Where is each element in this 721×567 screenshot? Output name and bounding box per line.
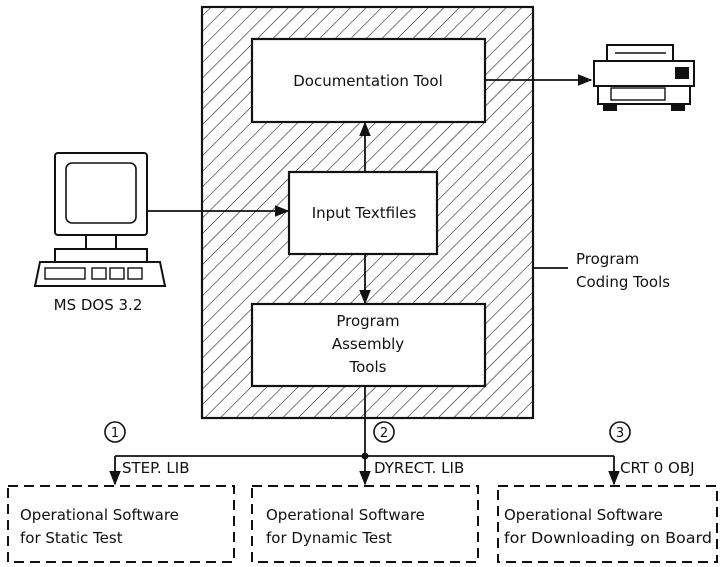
coding-tools-label-line-1: Program — [576, 250, 639, 268]
input-textfiles-box: Input Textfiles — [287, 170, 439, 256]
printer-icon — [593, 44, 695, 111]
output-2-line-2: for Dynamic Test — [266, 529, 392, 547]
output-number-2: 2 — [373, 421, 395, 443]
documentation-tool-box: Documentation Tool — [250, 37, 487, 124]
program-assembly-line-2: Assembly — [332, 335, 404, 353]
computer-label: MS DOS 3.2 — [54, 296, 143, 314]
output-lib-label-1: STEP. LIB — [122, 459, 189, 477]
output-box-dynamic-test: Operational Software for Dynamic Test — [251, 485, 479, 563]
output-1-line-1: Operational Software — [20, 506, 179, 524]
svg-text:1: 1 — [111, 426, 119, 441]
output-lib-label-3: CRT 0 OBJ — [620, 459, 695, 477]
program-assembly-line-1: Program — [336, 312, 399, 330]
output-number-3: 3 — [609, 421, 631, 443]
output-box-downloading: Operational Software for Downloading on … — [497, 485, 718, 563]
program-assembly-box: Program Assembly Tools — [250, 302, 487, 388]
output-1-line-2: for Static Test — [20, 529, 123, 547]
output-lib-label-2: DYRECT. LIB — [374, 459, 464, 477]
svg-text:3: 3 — [616, 426, 624, 441]
svg-text:2: 2 — [380, 426, 388, 441]
input-textfiles-label: Input Textfiles — [312, 204, 417, 222]
documentation-tool-label: Documentation Tool — [293, 72, 443, 90]
output-3-line-2: for Downloading on Board — [504, 529, 712, 547]
output-number-1: 1 — [104, 421, 126, 443]
coding-tools-label-line-2: Coding Tools — [576, 273, 670, 291]
desktop-computer-icon — [33, 152, 167, 287]
output-3-line-1: Operational Software — [504, 506, 663, 524]
output-box-static-test: Operational Software for Static Test — [7, 485, 235, 563]
output-2-line-1: Operational Software — [266, 506, 425, 524]
program-assembly-line-3: Tools — [349, 358, 387, 376]
